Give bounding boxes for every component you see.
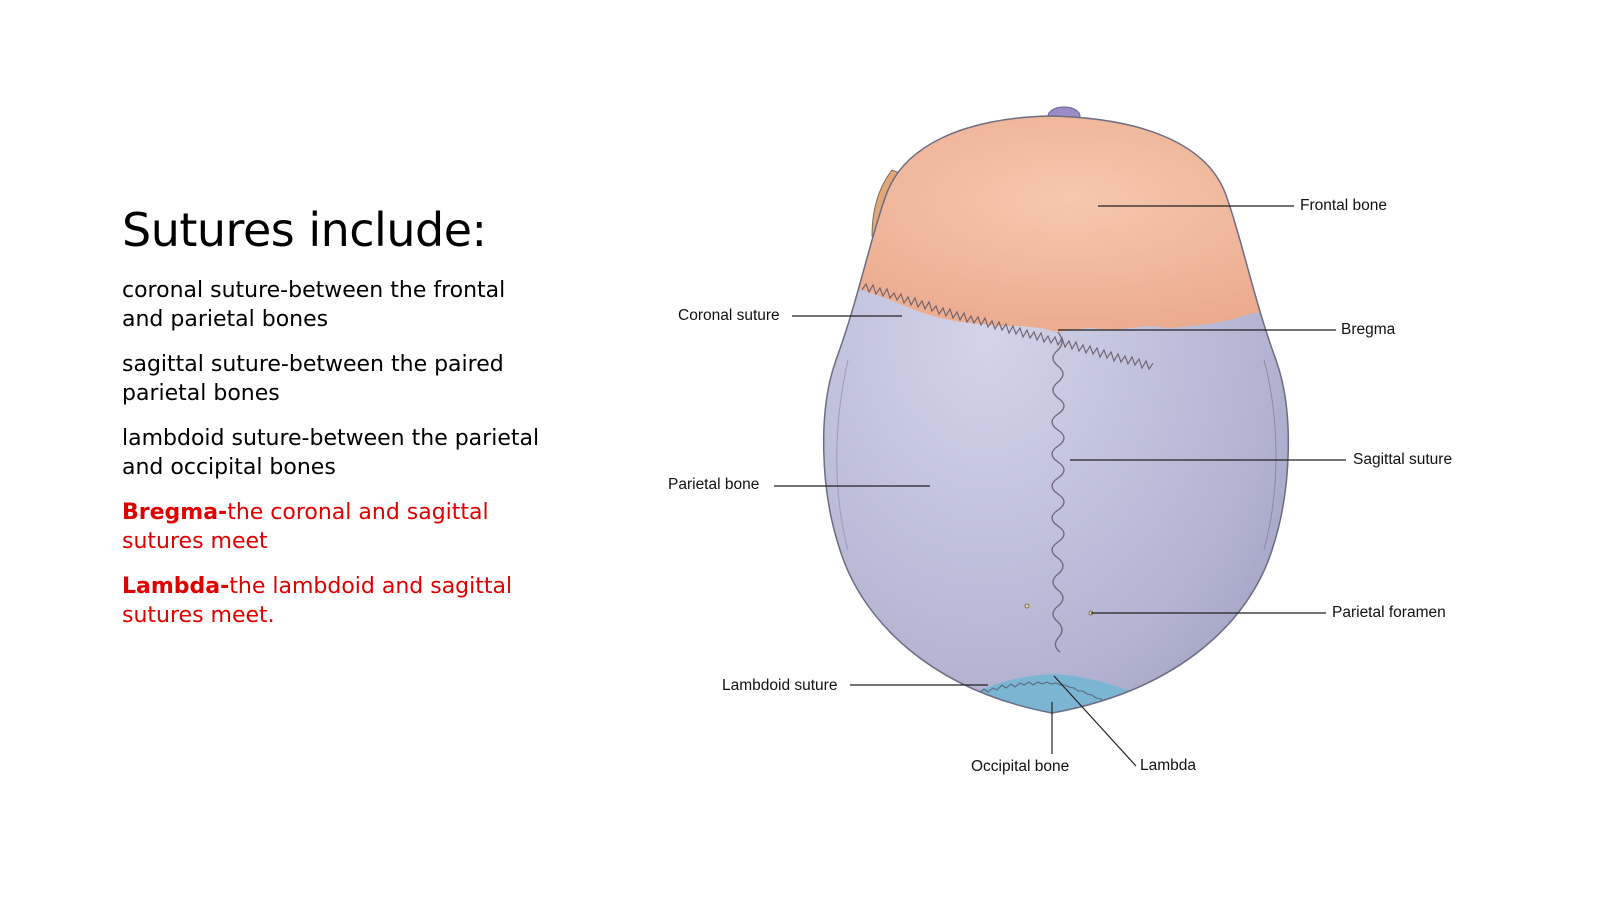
- bullet-text: the coronal and sagittal sutures meet: [122, 500, 489, 554]
- coronal-suture-line: [861, 282, 1154, 371]
- lateral-contour-left: [836, 359, 849, 551]
- label-coronal-suture: Coronal suture: [678, 307, 780, 324]
- bullet-list: coronal suture-between the frontal and p…: [122, 276, 542, 646]
- bullet-text: sagittal suture-between the paired parie…: [122, 352, 504, 406]
- bullet-text: lambdoid suture-between the parietal and…: [122, 426, 540, 480]
- bullet-bregma: Bregma-the coronal and sagittal sutures …: [122, 498, 542, 556]
- slide-title: Sutures include:: [122, 203, 487, 257]
- lateral-contour-right: [1263, 359, 1277, 551]
- bullet-text: the lambdoid and sagittal sutures meet.: [122, 574, 513, 628]
- bullet-sagittal: sagittal suture-between the paired parie…: [122, 350, 542, 408]
- bullet-text: coronal suture-between the frontal and p…: [122, 278, 506, 332]
- label-sagittal-suture: Sagittal suture: [1353, 451, 1452, 468]
- label-parietal-foramen: Parietal foramen: [1332, 604, 1446, 621]
- bullet-term: Lambda-: [122, 574, 230, 599]
- sagittal-suture-line: [1051, 331, 1065, 653]
- bullet-coronal: coronal suture-between the frontal and p…: [122, 276, 542, 334]
- skull-diagram: Frontal bone Coronal suture Bregma Sagit…: [668, 106, 1452, 775]
- parietal-foramen-left-dot: [1024, 603, 1030, 609]
- bullet-lambdoid: lambdoid suture-between the parietal and…: [122, 424, 542, 482]
- label-lambda: Lambda: [1140, 757, 1196, 774]
- leader-lambda: [1053, 675, 1137, 767]
- label-frontal-bone: Frontal bone: [1300, 197, 1387, 214]
- label-bregma: Bregma: [1341, 321, 1396, 338]
- bullet-term: Bregma-: [122, 500, 228, 525]
- label-parietal-bone: Parietal bone: [668, 476, 759, 493]
- label-lambdoid-suture: Lambdoid suture: [722, 677, 837, 694]
- bullet-lambda: Lambda-the lambdoid and sagittal sutures…: [122, 572, 542, 630]
- label-occipital-bone: Occipital bone: [971, 758, 1069, 775]
